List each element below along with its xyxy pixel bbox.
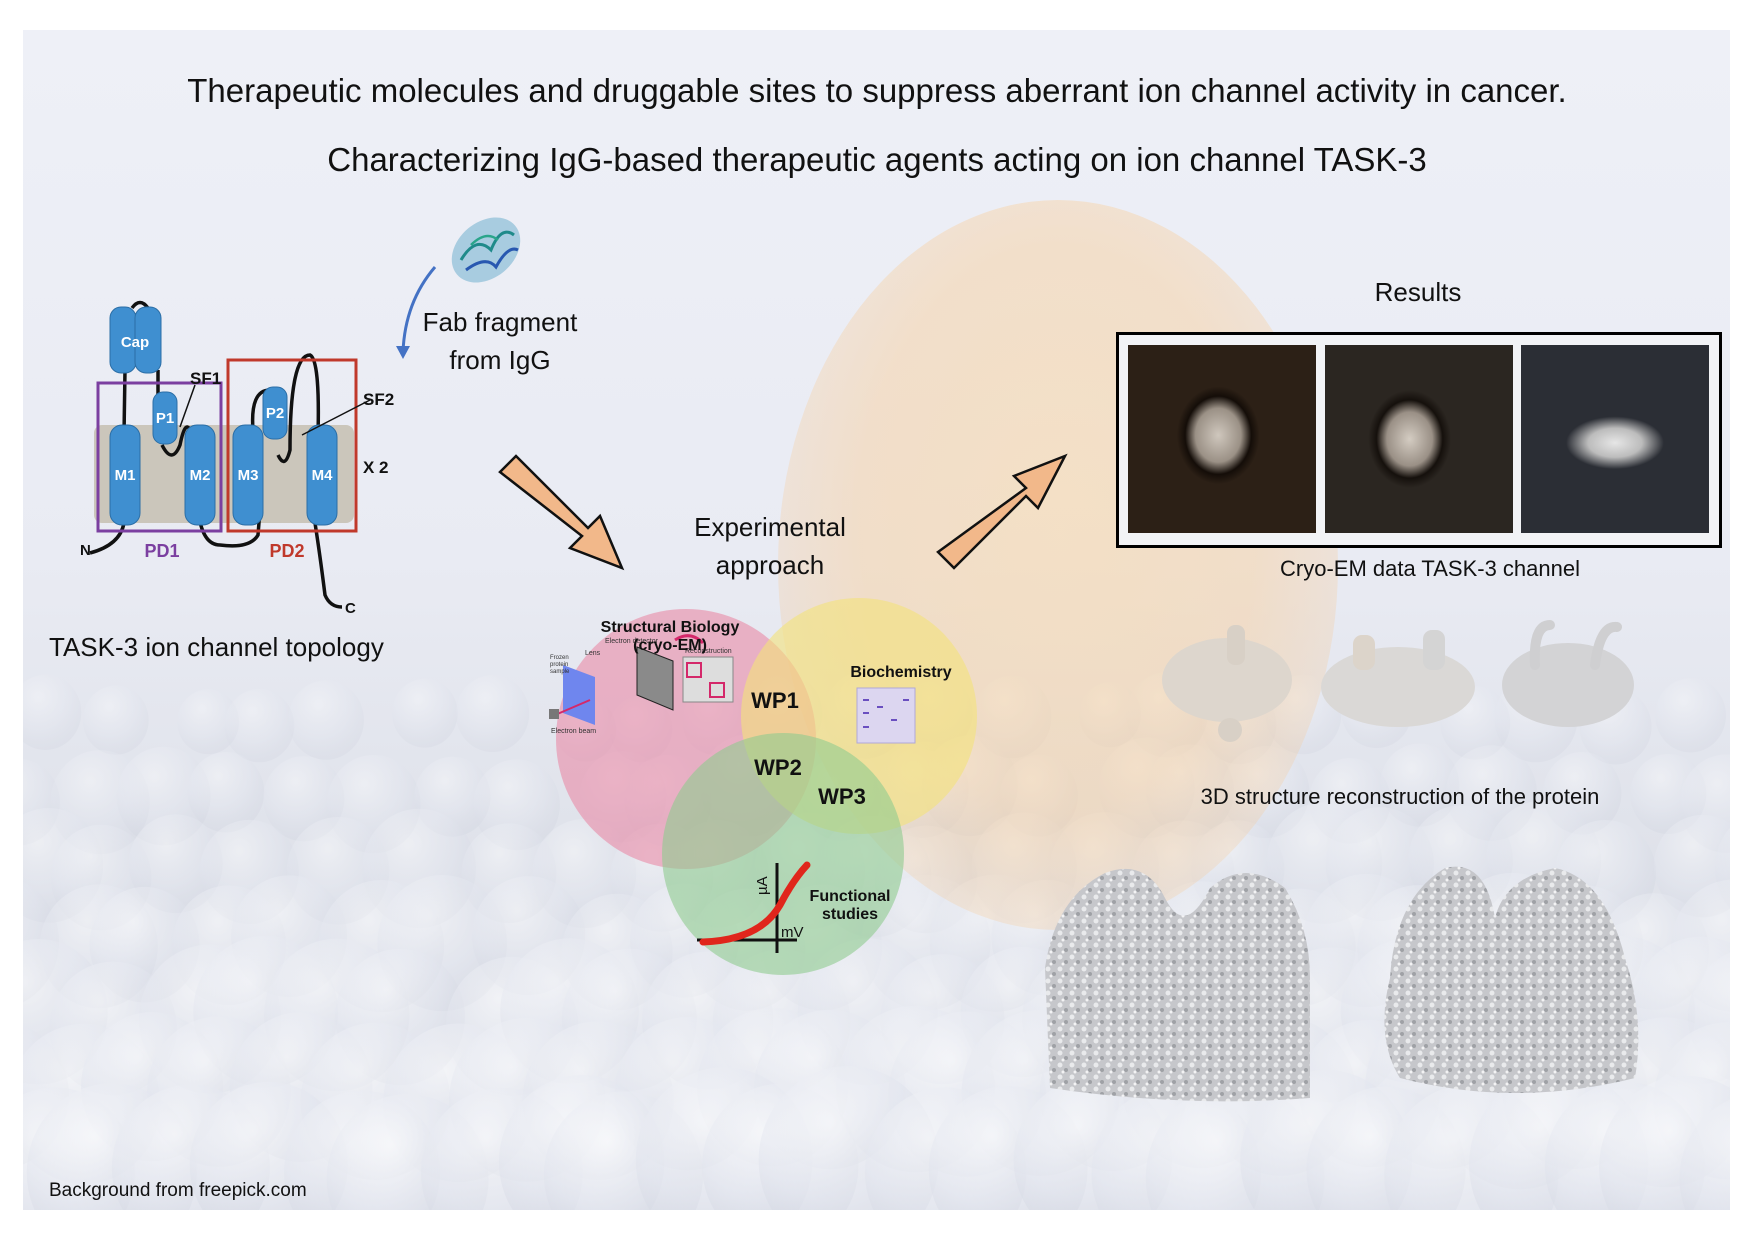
topology-caption: TASK-3 ion channel topology xyxy=(49,632,384,662)
cap-loop xyxy=(130,300,150,310)
fab-structure-image xyxy=(451,217,521,283)
bubble xyxy=(392,678,458,748)
wp3-label: WP3 xyxy=(818,784,866,809)
biochemistry-title: Biochemistry xyxy=(850,664,951,681)
background-credit: Background from freepick.com xyxy=(49,1180,307,1201)
bubble xyxy=(82,685,149,755)
m3-helix xyxy=(232,424,264,526)
approach-label-line2: approach xyxy=(715,550,825,580)
p2-helix xyxy=(262,386,288,440)
n-terminus-tail xyxy=(89,522,126,555)
bubble xyxy=(288,680,364,760)
structural-biology-subtitle: (cryo-EM) xyxy=(633,637,707,654)
density-maps xyxy=(1045,866,1639,1102)
arrow-to-results xyxy=(936,453,1068,570)
m1-helix xyxy=(109,424,141,526)
fab-label-line2: from IgG xyxy=(449,345,551,375)
bubble xyxy=(224,688,295,763)
density-map-2 xyxy=(1384,866,1639,1093)
functional-subtitle: studies xyxy=(822,906,878,923)
topology-diagram: Cap P1 P2 M1 M2 M3 M4 SF1 SF2 X 2 N C PD… xyxy=(80,300,394,617)
cryo-em-illustration: Electron detector Lens Frozen protein sa… xyxy=(549,634,734,735)
cryo-em-image-1 xyxy=(1128,345,1316,533)
pd2-box xyxy=(226,358,358,533)
cryo-em-image-3 xyxy=(1521,345,1709,533)
m2-helix xyxy=(184,424,216,526)
pd1-label: PD1 xyxy=(144,541,179,561)
sf2-label: SF2 xyxy=(363,390,394,409)
structural-biology-title: Structural Biology xyxy=(601,619,740,636)
cryo-em-image-2 xyxy=(1325,345,1513,533)
poster-title: Therapeutic molecules and druggable site… xyxy=(187,72,1567,109)
venn-diagram: Electron detector Lens Frozen protein sa… xyxy=(549,598,977,975)
label-lens: Lens xyxy=(585,650,601,657)
gel-image xyxy=(856,687,916,744)
p1-helix xyxy=(152,391,178,445)
label-electron-beam: Electron beam xyxy=(551,728,596,735)
reconstruction-caption: 3D structure reconstruction of the prote… xyxy=(1200,784,1600,809)
label-sample: sample xyxy=(550,669,570,675)
p1-label: P1 xyxy=(156,410,174,427)
results-title: Results xyxy=(1374,277,1462,307)
bubble xyxy=(455,674,530,753)
iv-curve-plot: µA mV xyxy=(697,861,811,953)
functional-title: Functional xyxy=(810,888,891,905)
fab-label: Fab fragment from IgG xyxy=(410,303,590,379)
n-terminus-label: N xyxy=(80,542,91,559)
cryo-em-caption: Cryo-EM data TASK-3 channel xyxy=(1280,556,1580,581)
c-terminus-label: C xyxy=(345,600,356,617)
reconstruction-model-3 xyxy=(1502,620,1634,727)
pd1-box xyxy=(96,381,223,533)
reconstruction-model-2 xyxy=(1321,630,1475,727)
label-electron-detector: Electron detector xyxy=(605,638,659,645)
sf1-label: SF1 xyxy=(190,369,221,388)
cryo-em-panel xyxy=(1116,332,1722,548)
c-terminus-tail xyxy=(313,522,343,609)
p2-label: P2 xyxy=(266,405,284,422)
bubble xyxy=(1379,743,1460,827)
cap-helix-right xyxy=(134,306,162,374)
3d-reconstruction-images xyxy=(1162,620,1634,742)
cap-label: Cap xyxy=(121,334,149,351)
approach-label: Experimental approach xyxy=(670,508,870,584)
bubble xyxy=(187,751,265,833)
x-axis-label: mV xyxy=(781,924,804,941)
wp2-label: WP2 xyxy=(754,755,802,780)
arrow-to-approach xyxy=(498,454,625,571)
label-reconstruction: Reconstruction xyxy=(685,648,732,655)
venn-circle-functional xyxy=(662,733,904,975)
reconstruction-model-1 xyxy=(1162,625,1292,742)
m1-label: M1 xyxy=(115,467,136,484)
density-map-1 xyxy=(1045,868,1310,1102)
multiplier-label: X 2 xyxy=(363,458,389,477)
bubble xyxy=(23,674,82,750)
pd2-label: PD2 xyxy=(269,541,304,561)
label-frozen: Frozen xyxy=(550,655,569,661)
wp1-label: WP1 xyxy=(751,688,799,713)
fab-label-line1: Fab fragment xyxy=(422,307,578,337)
m2-label: M2 xyxy=(190,467,211,484)
approach-label-line1: Experimental xyxy=(694,512,846,542)
poster-subtitle: Characterizing IgG-based therapeutic age… xyxy=(327,141,1427,178)
bubble xyxy=(1655,678,1726,753)
m4-label: M4 xyxy=(312,467,333,484)
bubble xyxy=(1679,1099,1730,1210)
bubble xyxy=(177,689,240,755)
label-protein: protein xyxy=(550,662,568,668)
m3-label: M3 xyxy=(238,467,259,484)
y-axis-label: µA xyxy=(754,876,771,895)
fab-curved-arrow xyxy=(396,266,437,359)
